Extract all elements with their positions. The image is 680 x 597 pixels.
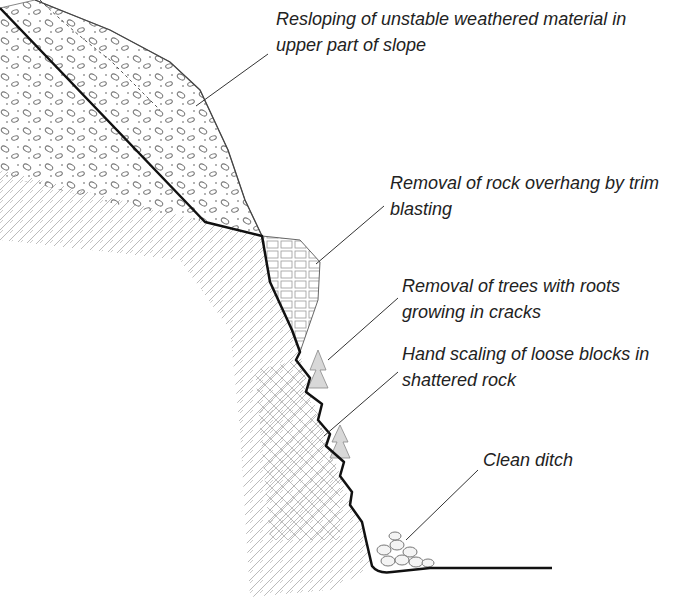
callout-label: Clean ditch xyxy=(483,447,673,473)
callout-label: Removal of rock overhang by trim blastin… xyxy=(390,170,660,222)
callout-label: Removal of trees with roots growing in c… xyxy=(402,273,672,325)
callout-label: Hand scaling of loose blocks in shattere… xyxy=(402,341,672,393)
leader-lines xyxy=(196,54,478,540)
callout-label: Resloping of unstable weathered material… xyxy=(276,6,674,58)
